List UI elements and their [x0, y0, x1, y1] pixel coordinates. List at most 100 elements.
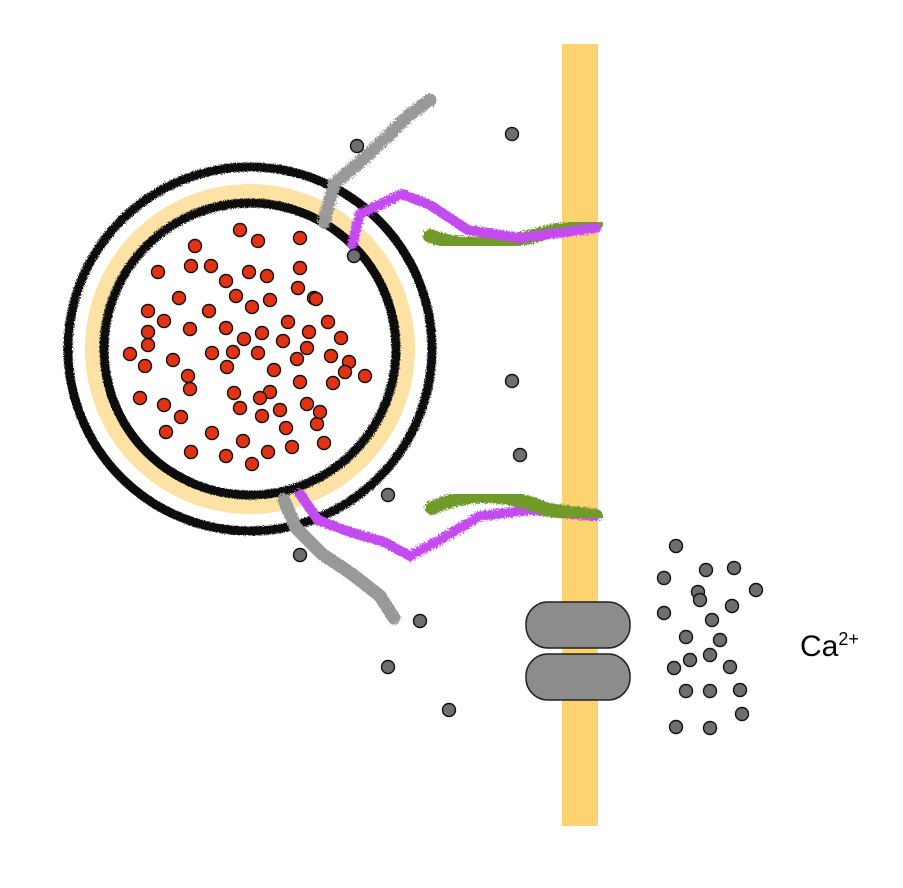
neurotransmitter-molecule [228, 288, 244, 304]
snare-complex-top [317, 93, 603, 251]
calcium-ion-label: Ca2+ [800, 629, 859, 663]
calcium-ion-extracellular [678, 683, 694, 699]
neurotransmitter-molecule [290, 280, 306, 296]
neurotransmitter-molecule [254, 325, 270, 341]
neurotransmitter-molecule [232, 222, 248, 238]
neurotransmitter-molecule [301, 324, 317, 340]
neurotransmitter-molecule [337, 364, 353, 380]
neurotransmitter-molecule [284, 439, 300, 455]
neurotransmitter-molecule [140, 337, 156, 353]
calcium-ion-intracellular [441, 702, 457, 718]
calcium-channel-lower-subunit [525, 653, 631, 701]
synaptic-vesicle [63, 162, 437, 536]
calcium-ion-intracellular [512, 447, 528, 463]
calcium-ion-extracellular [656, 570, 672, 586]
plasma-membrane [558, 44, 602, 828]
neurotransmitter-molecule [292, 374, 308, 390]
syntaxin-bottom [295, 489, 601, 562]
calcium-ions [292, 126, 764, 736]
neurotransmitter-molecule [182, 381, 198, 397]
neurotransmitter-molecule [219, 359, 235, 375]
neurotransmitter-molecule [122, 346, 138, 362]
neurotransmitter-molecule [280, 314, 296, 330]
calcium-ion-extracellular [656, 605, 672, 621]
neurotransmitter-molecule [158, 424, 174, 440]
neurotransmitter-molecule [226, 385, 242, 401]
neurotransmitter-molecule [183, 258, 199, 274]
calcium-ion-extracellular [724, 598, 740, 614]
neurotransmitter-molecule [323, 348, 339, 364]
calcium-ion-extracellular [748, 582, 764, 598]
neurotransmitter-molecule [203, 258, 219, 274]
neurotransmitter-molecule [156, 313, 172, 329]
neurotransmitter-molecule [140, 303, 156, 319]
neurotransmitter-molecule [299, 396, 315, 412]
neurotransmitter-molecule [292, 260, 308, 276]
calcium-ion-intracellular [412, 613, 428, 629]
snare-complex-bottom [277, 489, 603, 625]
calcium-ion-extracellular [698, 562, 714, 578]
snap25-bottom [425, 489, 603, 523]
calcium-ion-intracellular [380, 487, 396, 503]
calcium-ion-extracellular [668, 538, 684, 554]
neurotransmitter-molecule [320, 314, 336, 330]
neurotransmitter-molecule [254, 408, 270, 424]
neurotransmitter-molecule [272, 402, 288, 418]
syntaxin-top [347, 188, 601, 250]
neurotransmitter-molecule [289, 351, 305, 367]
neurotransmitter-molecule [180, 368, 196, 384]
calcium-ion-intracellular [349, 138, 365, 154]
neurotransmitter-molecule [235, 433, 251, 449]
calcium-ion-extracellular [712, 632, 728, 648]
neurotransmitter-molecule [259, 268, 275, 284]
calcium-ion-intracellular [380, 659, 396, 675]
neurotransmitter-molecule [292, 230, 308, 246]
neurotransmitter-molecule [250, 345, 266, 361]
neurotransmitter-molecule [165, 352, 181, 368]
neurotransmitter-molecule [325, 375, 341, 391]
neurotransmitter-molecule [312, 404, 328, 420]
synaptobrevin-top [317, 93, 437, 229]
neurotransmitter-molecule [204, 345, 220, 361]
neurotransmitter-molecule [250, 233, 266, 249]
neurotransmitter-molecules [122, 222, 373, 472]
calcium-ion-intracellular [346, 248, 362, 264]
neurotransmitter-molecule [187, 238, 203, 254]
neurotransmitter-molecule [299, 340, 315, 356]
calcium-ion-extracellular [734, 706, 750, 722]
calcium-channel-upper-subunit [525, 601, 631, 649]
calcium-ion-extracellular [668, 719, 684, 735]
neurotransmitter-molecule [252, 390, 268, 406]
neurotransmitter-molecule [275, 333, 291, 349]
neurotransmitter-molecule [236, 331, 252, 347]
synaptobrevin-bottom [277, 493, 401, 625]
calcium-ion-extracellular [702, 683, 718, 699]
neurotransmitter-molecule [244, 456, 260, 472]
neurotransmitter-molecule [204, 425, 220, 441]
neurotransmitter-molecule [140, 324, 156, 340]
calcium-channel [525, 601, 631, 701]
neurotransmitter-molecule [150, 264, 166, 280]
neurotransmitter-molecule [308, 291, 324, 307]
neurotransmitter-molecule [357, 368, 373, 384]
calcium-ion-extracellular [692, 592, 708, 608]
neurotransmitter-molecule [260, 444, 276, 460]
neurotransmitter-molecule [171, 290, 187, 306]
calcium-ion-extracellular [726, 560, 742, 576]
neurotransmitter-molecule [244, 299, 260, 315]
neurotransmitter-molecule [218, 320, 234, 336]
neurotransmitter-molecule [232, 400, 248, 416]
neurotransmitter-molecule [218, 448, 234, 464]
neurotransmitter-molecule [262, 292, 278, 308]
neurotransmitter-molecule [309, 416, 325, 432]
neurotransmitter-molecule [316, 435, 332, 451]
calcium-ion-intracellular [504, 373, 520, 389]
calcium-ion-extracellular [682, 652, 698, 668]
neurotransmitter-molecule [218, 273, 234, 289]
neurotransmitter-molecule [183, 444, 199, 460]
calcium-ion-extracellular [678, 629, 694, 645]
calcium-ion-extracellular [732, 682, 748, 698]
calcium-ion-extracellular [722, 659, 738, 675]
calcium-ion-extracellular [666, 660, 682, 676]
neurotransmitter-molecule [156, 397, 172, 413]
